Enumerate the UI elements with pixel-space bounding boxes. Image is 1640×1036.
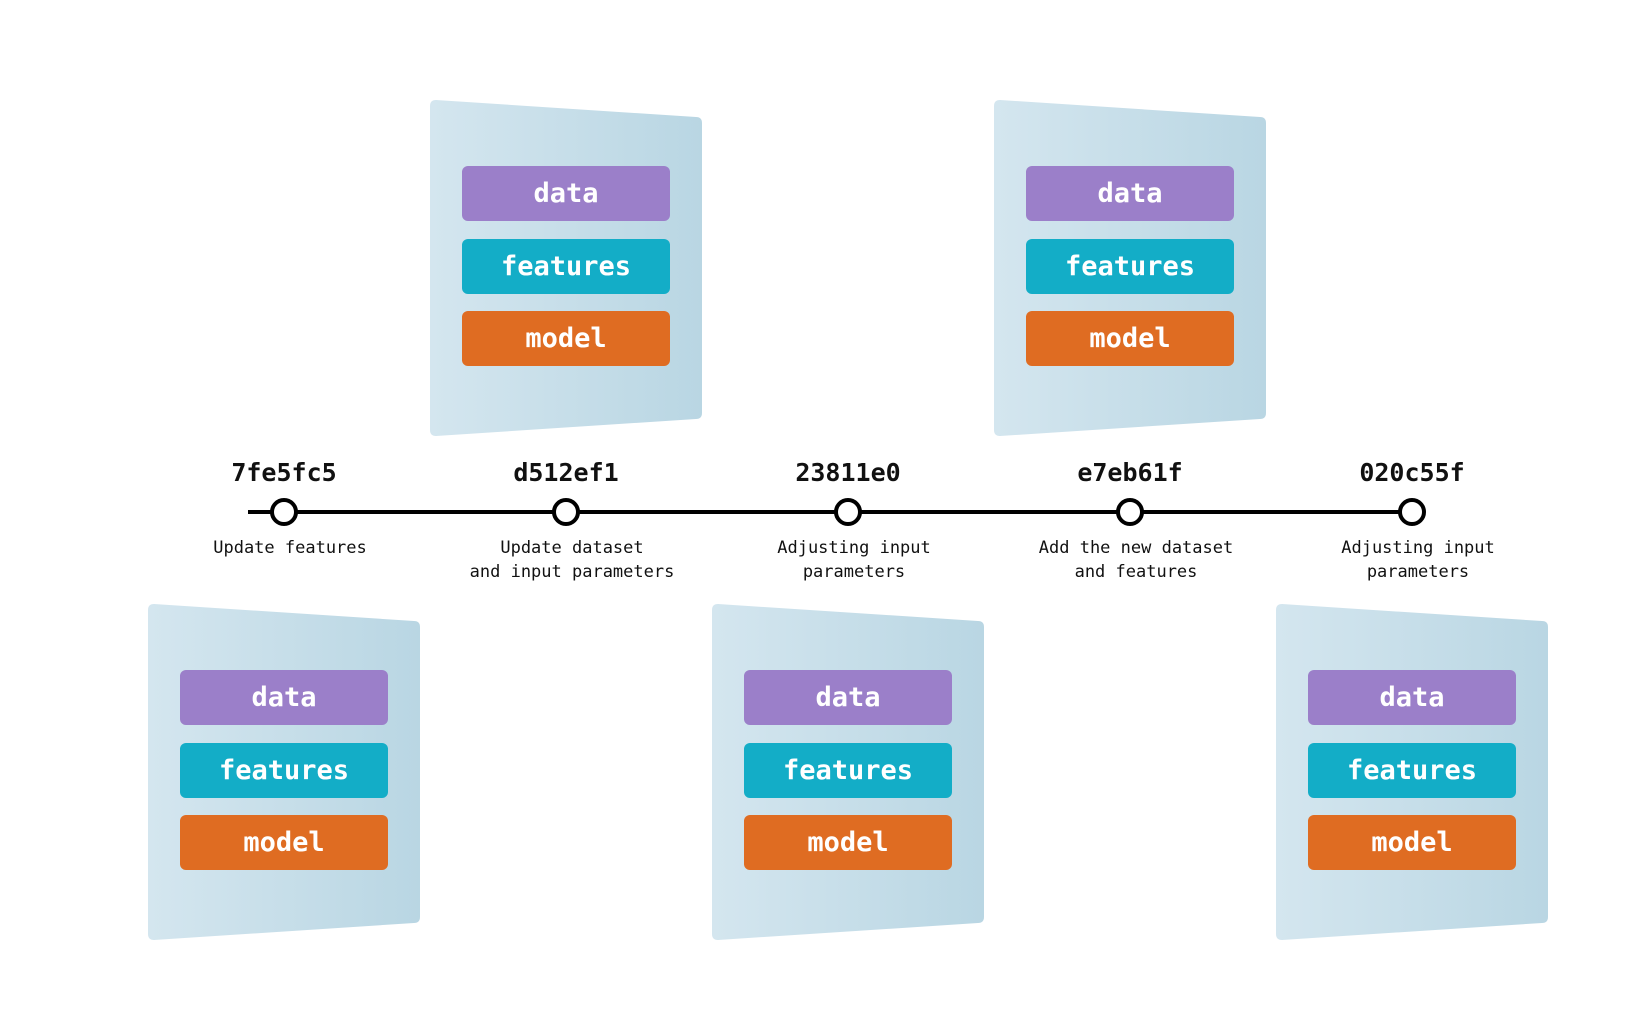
data-chip: data	[744, 670, 952, 725]
commit-node-020c55f	[1398, 498, 1426, 526]
commit-message: Update dataset and input parameters	[442, 536, 702, 584]
commit-message-line: and input parameters	[469, 562, 675, 582]
commit-node-23811e0	[834, 498, 862, 526]
commit-message: Add the new dataset and features	[1006, 536, 1266, 584]
commit-hash: d512ef1	[513, 458, 619, 487]
snapshot-card: data features model	[1276, 604, 1548, 940]
features-chip: features	[462, 239, 670, 294]
snapshot-card: data features model	[148, 604, 420, 940]
commit-message-line: parameters	[802, 562, 906, 582]
features-chip: features	[1308, 743, 1516, 798]
features-chip: features	[180, 743, 388, 798]
commit-hash: 7fe5fc5	[231, 458, 337, 487]
snapshot-card: data features model	[994, 100, 1266, 436]
commit-message-line: Adjusting input	[1341, 538, 1495, 558]
snapshot-card: data features model	[712, 604, 984, 940]
model-chip: model	[462, 311, 670, 366]
data-chip: data	[462, 166, 670, 221]
model-chip: model	[1308, 815, 1516, 870]
features-chip: features	[744, 743, 952, 798]
commit-hash: e7eb61f	[1077, 458, 1183, 487]
commit-message: Adjusting input parameters	[1288, 536, 1548, 584]
model-chip: model	[744, 815, 952, 870]
commit-node-7fe5fc5	[270, 498, 298, 526]
model-chip: model	[1026, 311, 1234, 366]
data-chip: data	[1308, 670, 1516, 725]
commit-node-e7eb61f	[1116, 498, 1144, 526]
features-chip: features	[1026, 239, 1234, 294]
commit-message-line: Adjusting input	[777, 538, 931, 558]
commit-message: Update features	[160, 536, 420, 560]
commit-node-d512ef1	[552, 498, 580, 526]
snapshot-card: data features model	[430, 100, 702, 436]
commit-message: Adjusting input parameters	[724, 536, 984, 584]
commit-message-line: parameters	[1366, 562, 1470, 582]
model-chip: model	[180, 815, 388, 870]
commit-message-line: and features	[1074, 562, 1198, 582]
commit-hash: 23811e0	[795, 458, 901, 487]
commit-hash: 020c55f	[1359, 458, 1465, 487]
data-chip: data	[180, 670, 388, 725]
commit-message-line: Update dataset	[500, 538, 644, 558]
data-chip: data	[1026, 166, 1234, 221]
commit-message-line: Add the new dataset	[1038, 538, 1234, 558]
commit-message-line: Update features	[213, 538, 367, 558]
